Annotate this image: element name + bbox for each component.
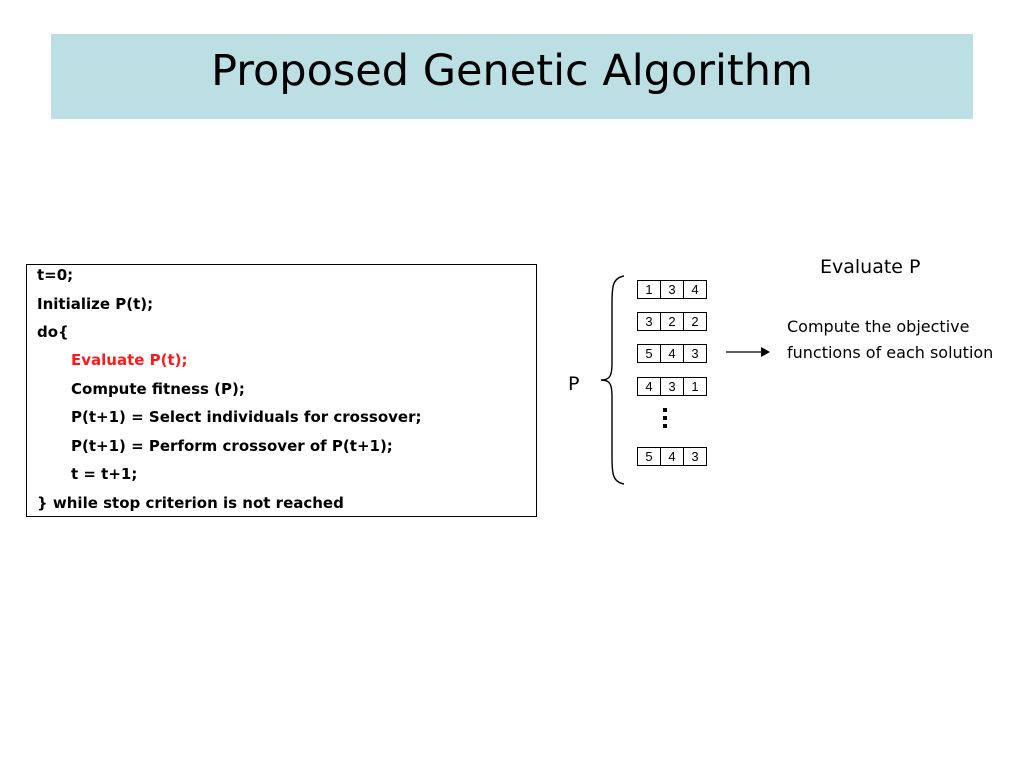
- chromosome-1: 1 3 4: [637, 280, 707, 299]
- title-banner: Proposed Genetic Algorithm: [51, 34, 973, 119]
- gene: 4: [638, 378, 661, 395]
- gene: 3: [661, 378, 684, 395]
- chromosome-3: 5 4 3: [637, 344, 707, 363]
- curly-brace-icon: [600, 275, 625, 485]
- code-line-crossover: P(t+1) = Perform crossover of P(t+1);: [71, 437, 393, 455]
- chromosome-last: 5 4 3: [637, 447, 707, 466]
- gene: 4: [691, 282, 699, 297]
- gene: 3: [638, 313, 661, 330]
- code-line-evaluate: Evaluate P(t);: [71, 351, 188, 369]
- evaluate-heading: Evaluate P: [820, 256, 921, 278]
- chromosome-4: 4 3 1: [637, 377, 707, 396]
- gene: 2: [691, 314, 699, 329]
- gene: 3: [661, 281, 684, 298]
- algorithm-box: t=0; Initialize P(t); do{ Evaluate P(t);…: [26, 264, 537, 517]
- gene: 4: [661, 345, 684, 362]
- code-line-fitness: Compute fitness (P);: [71, 380, 245, 398]
- gene: 4: [661, 448, 684, 465]
- gene: 1: [638, 281, 661, 298]
- code-line-do: do{: [37, 323, 69, 341]
- right-arrow-icon: [726, 347, 770, 357]
- code-line-increment: t = t+1;: [71, 465, 138, 483]
- gene: 5: [638, 345, 661, 362]
- code-line-select: P(t+1) = Select individuals for crossove…: [71, 408, 422, 426]
- population-label: P: [568, 373, 580, 395]
- gene: 2: [661, 313, 684, 330]
- slide-title: Proposed Genetic Algorithm: [211, 46, 813, 96]
- gene: 3: [691, 346, 699, 361]
- code-line-while: } while stop criterion is not reached: [37, 494, 344, 512]
- vertical-ellipsis-icon: [663, 408, 669, 432]
- code-line-initialize: Initialize P(t);: [37, 295, 154, 313]
- gene: 5: [638, 448, 661, 465]
- gene: 1: [691, 379, 699, 394]
- chromosome-2: 3 2 2: [637, 312, 707, 331]
- gene: 3: [691, 449, 699, 464]
- code-line-init-t: t=0;: [37, 266, 74, 284]
- evaluate-description: Compute the objective functions of each …: [787, 317, 994, 362]
